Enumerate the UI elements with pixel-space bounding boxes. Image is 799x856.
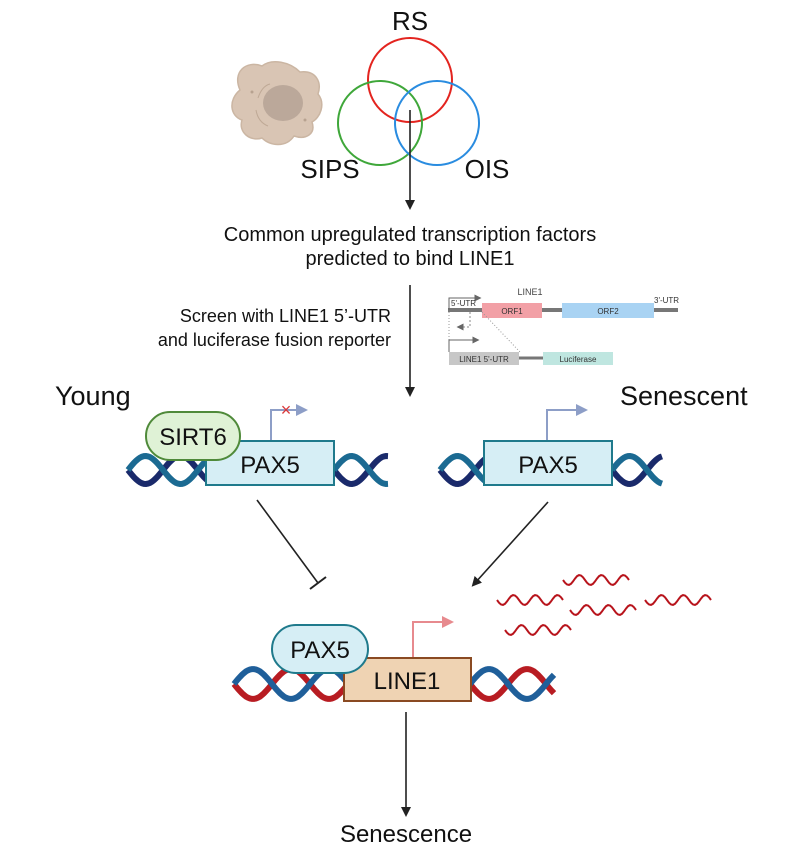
line1-box [343, 657, 472, 702]
outcome-label: Senescence [340, 821, 472, 848]
venn-circle-ois [394, 80, 480, 166]
dna-strand-b [609, 452, 663, 487]
senescent-label: Senescent [620, 381, 748, 411]
construct-orf1 [482, 303, 542, 318]
young-label: Young [55, 381, 131, 411]
dna-strand-a [331, 452, 389, 488]
venn-label-sips: SIPS [300, 154, 359, 184]
orf2-label: ORF2 [597, 307, 619, 316]
rna-transcript [496, 594, 564, 606]
senescent-gene: PAX5 [483, 404, 613, 486]
reporter-utr-label: LINE1 5'-UTR [459, 355, 509, 364]
step2-line2: and luciferase fusion reporter [158, 330, 391, 350]
construct-5utr: 5'-UTR [451, 299, 476, 308]
sirt6-label: SIRT6 [159, 424, 227, 451]
reporter-construct: LINE1 5'-UTR ORF1 ORF2 3'-UTR LINE1 5'-U… [448, 287, 679, 365]
dna-strand-b [331, 452, 389, 488]
rna-transcript [562, 574, 630, 586]
dna-strand-b [467, 666, 557, 702]
luciferase-label: Luciferase [560, 355, 597, 364]
line1-label: LINE1 [374, 668, 441, 695]
line1-transcripts [496, 574, 712, 636]
construct-3utr: 3'-UTR [654, 296, 679, 305]
construct-orf2 [562, 303, 654, 318]
activation-arrow [471, 501, 549, 587]
rna-transcript [644, 594, 712, 606]
young-gene: × PAX5 SIRT6 [145, 400, 335, 486]
step1-line1: Common upregulated transcription factors [224, 224, 596, 246]
venn-circle-sips [337, 80, 423, 166]
dna-strand-a [437, 455, 488, 488]
step2-line1: Screen with LINE1 5’-UTR [180, 306, 391, 326]
cell-icon [231, 60, 323, 146]
venn-label-ois: OIS [465, 154, 510, 184]
orf1-label: ORF1 [501, 307, 523, 316]
venn-circle-rs [367, 37, 453, 123]
blocked-x-icon: × [281, 400, 292, 420]
dna-strand-b [125, 452, 212, 488]
senescent-pax5-box [483, 440, 613, 486]
young-pax5-label: PAX5 [240, 452, 300, 479]
dna-strand-b [437, 452, 488, 485]
construct-title: LINE1 [517, 287, 542, 297]
sirt6-protein [145, 411, 241, 461]
dna-strand-a [467, 666, 557, 702]
step1-line2: predicted to bind LINE1 [305, 248, 514, 270]
inhibition-arrow [256, 499, 327, 590]
reporter-luciferase [543, 352, 613, 365]
young-dna [125, 452, 389, 488]
venn-label-rs: RS [392, 6, 428, 36]
rna-transcript [569, 604, 637, 616]
venn-diagram: RS SIPS OIS [300, 6, 509, 184]
rna-transcript [504, 624, 572, 636]
line1-gene: LINE1 PAX5 [271, 616, 472, 702]
senescent-pax5-label: PAX5 [518, 452, 578, 479]
pax5-protein-label: PAX5 [290, 637, 350, 664]
senescent-dna [437, 452, 663, 488]
reporter-utr [449, 352, 519, 365]
dna-strand-a [609, 453, 663, 488]
pax5-protein [271, 624, 369, 674]
